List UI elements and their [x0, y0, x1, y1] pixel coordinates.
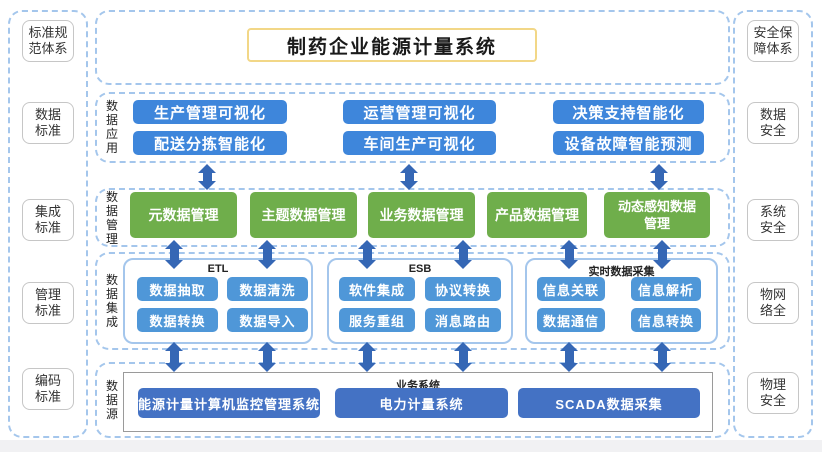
standards-item-management: 管理 标准 [22, 282, 74, 324]
security-item-network: 物网 络全 [747, 282, 799, 324]
page-bottom-strip [0, 440, 822, 452]
double-arrow-icon [165, 240, 183, 269]
double-arrow-icon [165, 342, 183, 372]
double-arrow-icon [650, 164, 668, 190]
info-parsing: 信息解析 [631, 277, 701, 301]
data-extraction: 数据抽取 [137, 277, 218, 301]
standards-item-integration: 集成 标准 [22, 199, 74, 241]
esb-group-title: ESB [408, 263, 432, 275]
double-arrow-icon [198, 164, 216, 190]
management-layer-label: 数 据 管 理 [105, 190, 118, 246]
data-cleaning: 数据清洗 [227, 277, 308, 301]
info-conversion: 信息转换 [631, 308, 701, 332]
double-arrow-icon [358, 342, 376, 372]
subject-data-management: 主题数据管理 [250, 192, 357, 238]
double-arrow-icon [454, 240, 472, 269]
app-workshop-visualization: 车间生产可视化 [343, 131, 496, 155]
data-communication: 数据通信 [537, 308, 605, 332]
standards-item-data: 数据 标准 [22, 102, 74, 144]
app-production-visualization: 生产管理可视化 [133, 100, 287, 124]
power-metering-system: 电力计量系统 [335, 388, 508, 418]
app-decision-support: 决策支持智能化 [553, 100, 704, 124]
double-arrow-icon [400, 164, 418, 190]
service-recombination: 服务重组 [339, 308, 415, 332]
message-routing: 消息路由 [425, 308, 501, 332]
scada-data-collection: SCADA数据采集 [518, 388, 700, 418]
etl-group-title: ETL [207, 263, 229, 275]
application-layer-label: 数 据 应 用 [105, 99, 118, 155]
data-import: 数据导入 [227, 308, 308, 332]
dynamic-sensing-data-management: 动态感知数据 管理 [604, 192, 710, 238]
double-arrow-icon [454, 342, 472, 372]
double-arrow-icon [653, 342, 671, 372]
protocol-conversion: 协议转换 [425, 277, 501, 301]
standards-rail-header: 标准规 范体系 [22, 20, 74, 62]
realtime-collection-group-title: 实时数据采集 [588, 266, 655, 278]
product-data-management: 产品数据管理 [487, 192, 587, 238]
business-data-management: 业务数据管理 [368, 192, 475, 238]
data-transformation: 数据转换 [137, 308, 218, 332]
source-layer-label: 数 据 源 [105, 379, 118, 421]
app-delivery-sorting: 配送分拣智能化 [133, 131, 287, 155]
standards-item-coding: 编码 标准 [22, 368, 74, 410]
security-rail-header: 安全保 障体系 [747, 20, 799, 62]
info-association: 信息关联 [537, 277, 605, 301]
energy-metering-monitoring-system: 能源计量计算机监控管理系统 [138, 388, 320, 418]
security-item-system: 系统 安全 [747, 199, 799, 241]
system-title: 制药企业能源计量系统 [247, 28, 537, 62]
app-fault-prediction: 设备故障智能预测 [553, 131, 704, 155]
integration-layer-label: 数 据 集 成 [105, 273, 118, 329]
double-arrow-icon [358, 240, 376, 269]
double-arrow-icon [560, 342, 578, 372]
double-arrow-icon [258, 342, 276, 372]
double-arrow-icon [560, 240, 578, 269]
double-arrow-icon [653, 240, 671, 269]
security-item-physical: 物理 安全 [747, 372, 799, 414]
app-operation-visualization: 运营管理可视化 [343, 100, 496, 124]
metadata-management: 元数据管理 [130, 192, 237, 238]
double-arrow-icon [258, 240, 276, 269]
security-item-data: 数据 安全 [747, 102, 799, 144]
software-integration: 软件集成 [339, 277, 415, 301]
